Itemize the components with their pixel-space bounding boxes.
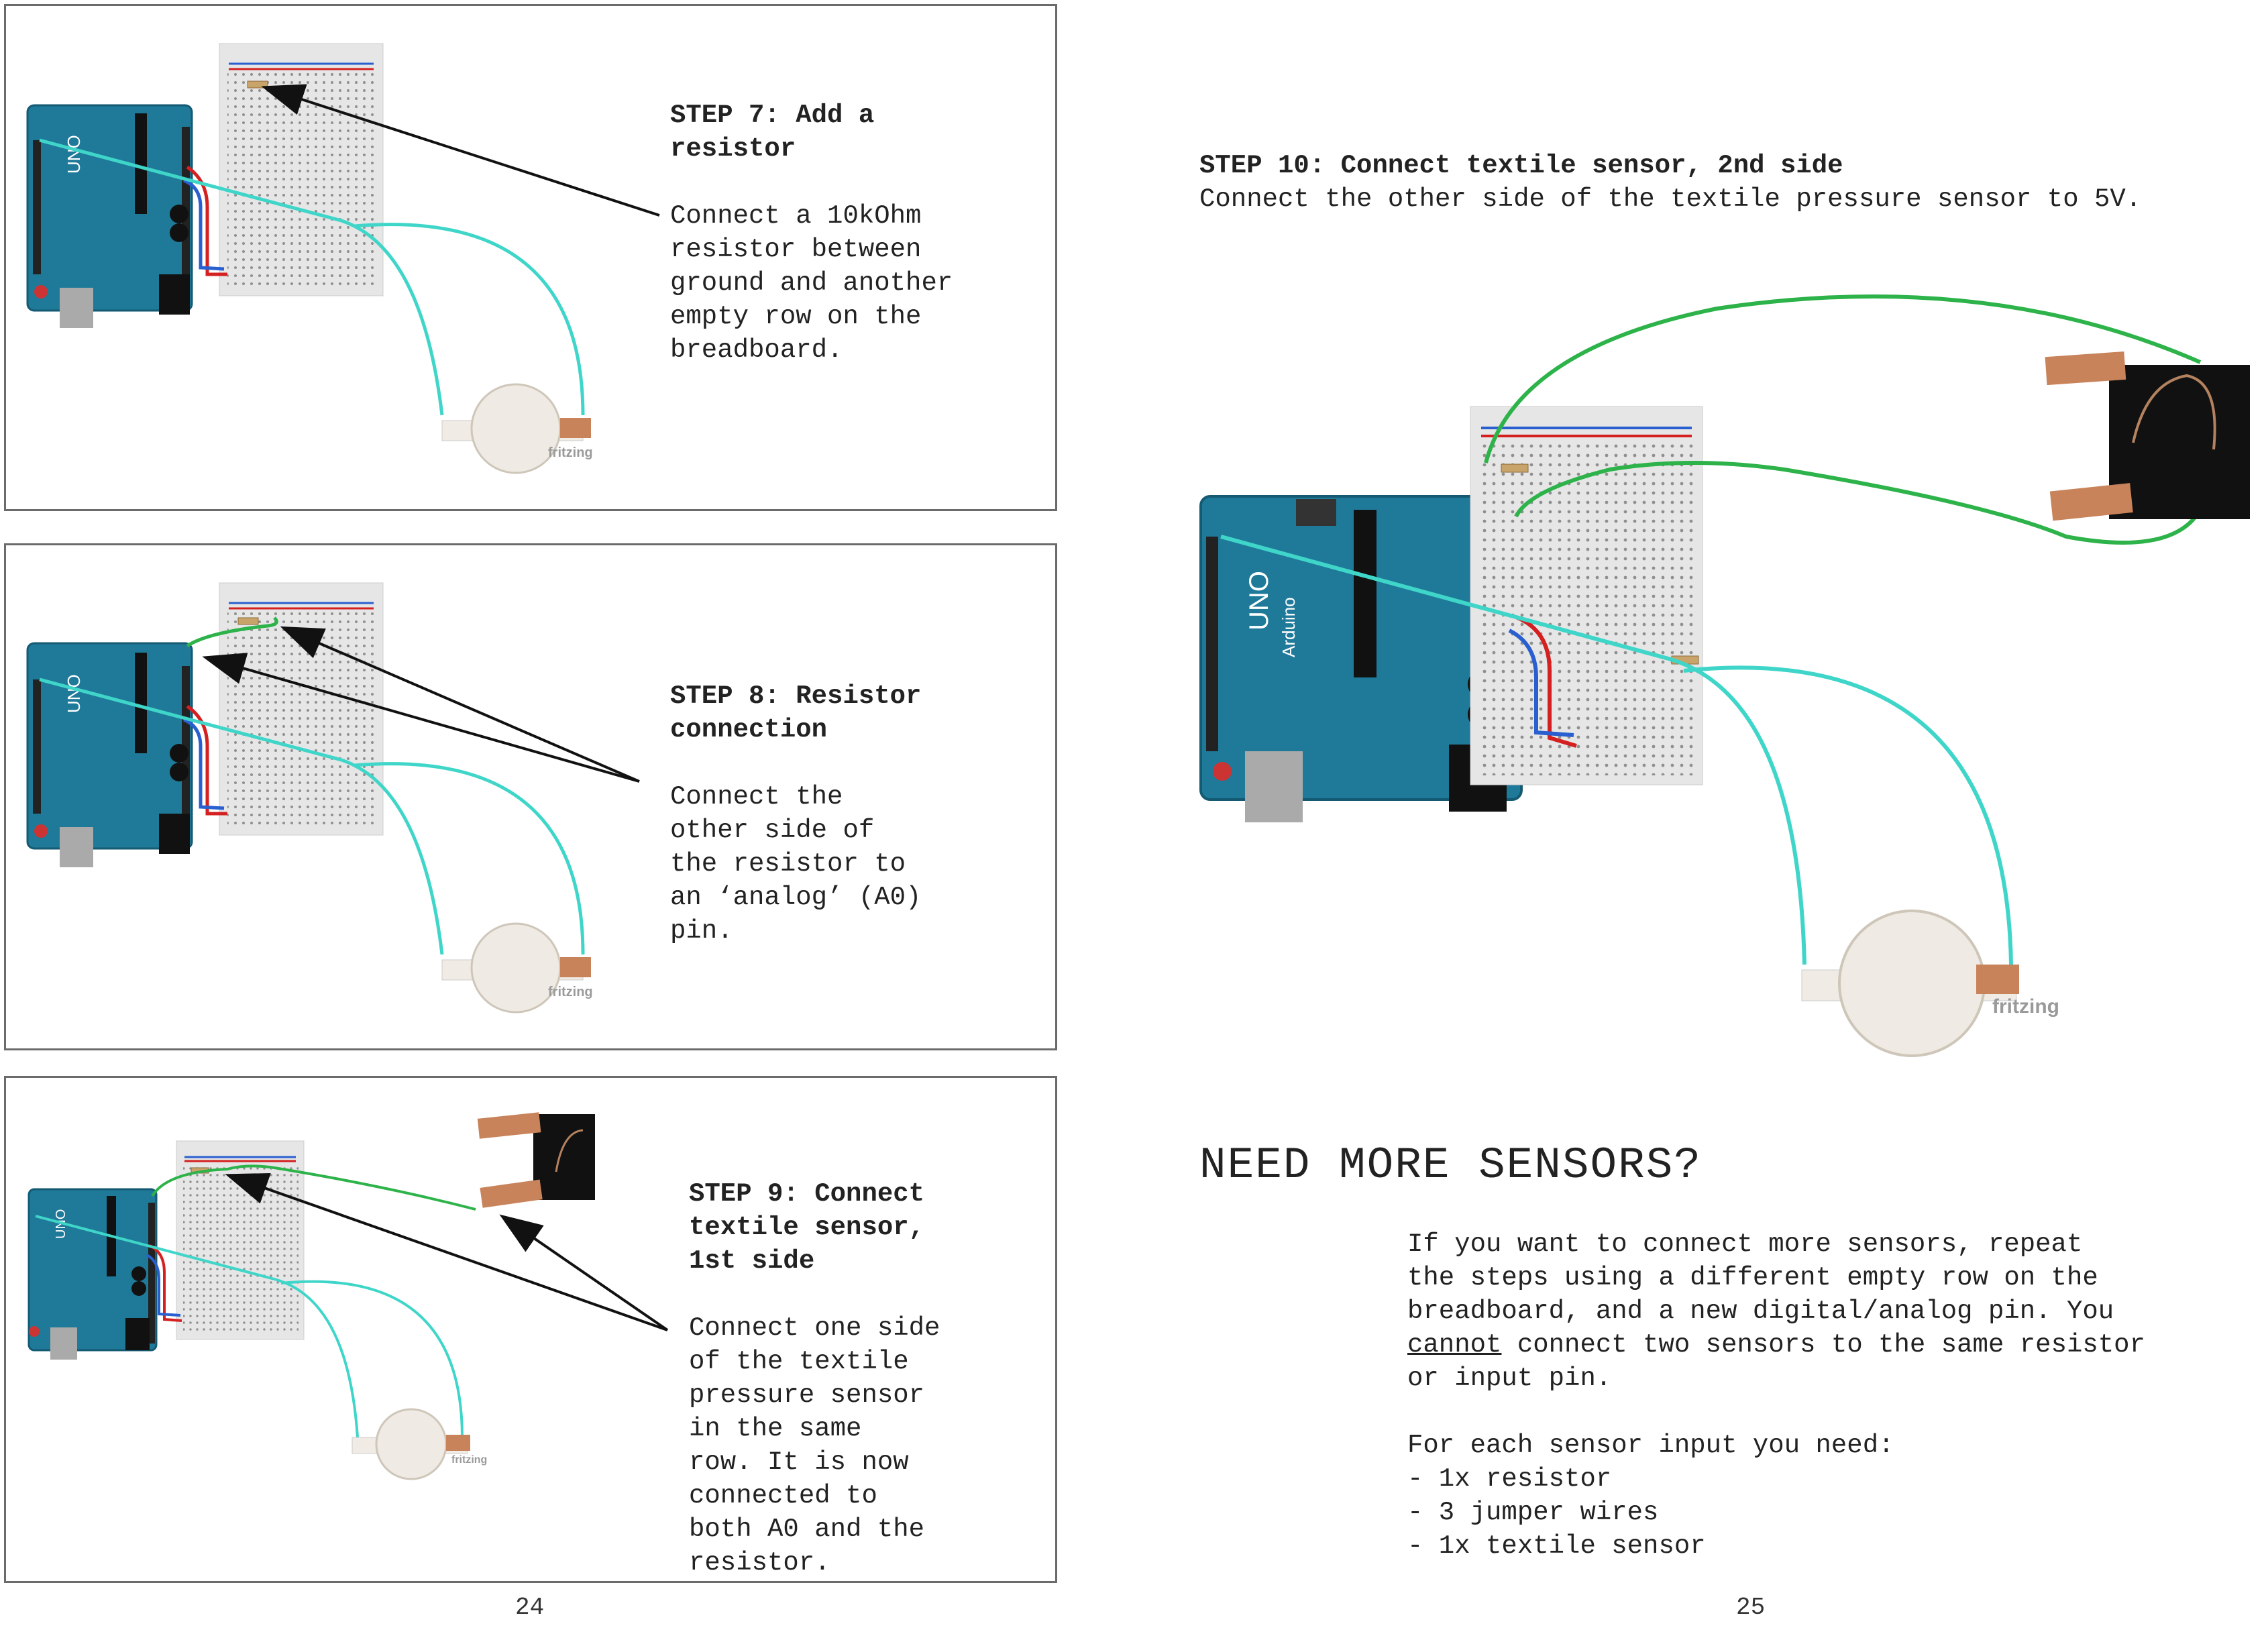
need-more-paragraph-start: If you want to connect more sensors, rep… [1407, 1229, 2114, 1326]
uno-label: UNO [64, 135, 84, 174]
sensor-wire-left [341, 219, 444, 416]
signal-wire [1220, 535, 1664, 659]
uno-label: UNO [1244, 571, 1274, 631]
step-body: Connect the other side of the resistor t… [670, 782, 922, 946]
red-wire [186, 165, 227, 276]
step7-text: STEP 7: Add a resistor Connect a 10kOhm … [670, 65, 953, 400]
step8-text: STEP 8: Resistor connection Connect the … [670, 646, 921, 981]
page-number-left: 24 [515, 1594, 545, 1621]
arduino-board: UNO [26, 642, 193, 867]
red-wire [186, 704, 227, 816]
step7-panel: UNO fritzing STEP 7: Add a resistor Conn… [4, 4, 1057, 511]
sensor-wire-left [274, 1278, 359, 1438]
pointer-arrow [261, 84, 660, 217]
resistor [247, 80, 268, 89]
sensor-green-wire [1514, 461, 2202, 545]
step9-text: STEP 9: Connect textile sensor, 1st side… [689, 1144, 940, 1613]
textile-sensor [441, 922, 591, 1014]
arduino-board: UNO [26, 104, 193, 328]
sensor-green-wire [151, 1164, 476, 1211]
step10-circuit-diagram: UNO Arduino fritzing [1199, 294, 2250, 1057]
step-title: STEP 7: Add a resistor [670, 101, 875, 164]
fritzing-watermark: fritzing [548, 985, 593, 999]
underlined-cannot: cannot [1407, 1330, 1502, 1360]
step-body: Connect one side of the textile pressure… [689, 1313, 940, 1578]
step8-circuit-diagram: UNO fritzing [26, 582, 640, 1014]
sensor-wire-right [1683, 665, 2013, 965]
blue-wire [146, 1254, 181, 1317]
textile-sensor-large [2045, 351, 2250, 521]
step-title: STEP 10: Connect textile sensor, 2nd sid… [1199, 151, 1843, 180]
sensor-wire-right [354, 223, 585, 416]
step-body: Connect the other side of the textile pr… [1199, 184, 2142, 214]
need-more-paragraph-end: connect two sensors to the same resistor… [1407, 1330, 2145, 1393]
arduino-board: UNO Arduino [1199, 495, 1523, 822]
step-title: STEP 8: Resistor connection [670, 681, 922, 745]
pointer-arrow [499, 1214, 669, 1331]
sensor-wire-right [280, 1280, 464, 1438]
signal-wire [35, 1215, 275, 1280]
textile-sensor [1801, 910, 2019, 1057]
textile-sensor [441, 383, 591, 474]
uno-label: UNO [64, 674, 84, 713]
sensor-wire-left [341, 758, 444, 955]
breadboard [219, 582, 384, 836]
need-more-title: NEED MORE SENSORS? [1199, 1140, 1702, 1191]
step-title: STEP 9: Connect textile sensor, 1st side [689, 1179, 925, 1276]
fritzing-watermark: fritzing [548, 445, 593, 460]
step8-panel: UNO fritzing STEP 8: Resistor connection… [4, 543, 1057, 1050]
need-more-body: If you want to connect more sensors, rep… [1407, 1227, 2145, 1563]
list-item: - 1x textile sensor [1407, 1531, 1706, 1561]
step9-circuit-diagram: UNO fritzing [28, 1112, 669, 1480]
sensor-wire-right [354, 762, 585, 955]
list-item: - 1x resistor [1407, 1464, 1612, 1494]
blue-wire [1508, 628, 1574, 737]
arduino-board: UNO [28, 1188, 158, 1360]
pointer-arrow [202, 653, 640, 783]
list-item: - 3 jumper wires [1407, 1498, 1659, 1527]
pointer-arrow [225, 1172, 668, 1331]
fritzing-watermark: fritzing [451, 1454, 487, 1466]
5v-green-wire [1484, 294, 2202, 463]
textile-sensor-large [477, 1112, 595, 1208]
analog-wire [186, 616, 278, 648]
signal-wire [39, 677, 342, 762]
breadboard [1470, 406, 1703, 785]
list-intro: For each sensor input you need: [1407, 1431, 1894, 1460]
page-number-right: 25 [1736, 1594, 1766, 1621]
fritzing-watermark: fritzing [1992, 995, 2059, 1018]
blue-wire [182, 178, 225, 271]
breadboard [219, 43, 384, 296]
blue-wire [182, 718, 225, 810]
textile-sensor [352, 1408, 470, 1480]
resistor [237, 617, 259, 625]
arduino-brand-label: Arduino [1279, 597, 1299, 657]
signal-wire [39, 138, 342, 223]
pointer-arrow [280, 626, 640, 783]
step10-text: STEP 10: Connect textile sensor, 2nd sid… [1199, 149, 2141, 216]
step-body: Connect a 10kOhm resistor between ground… [670, 201, 953, 365]
step7-circuit-diagram: UNO fritzing [26, 43, 660, 474]
step9-panel: UNO fritzing STEP [4, 1076, 1057, 1583]
sensor-wire-left [1663, 655, 1806, 965]
